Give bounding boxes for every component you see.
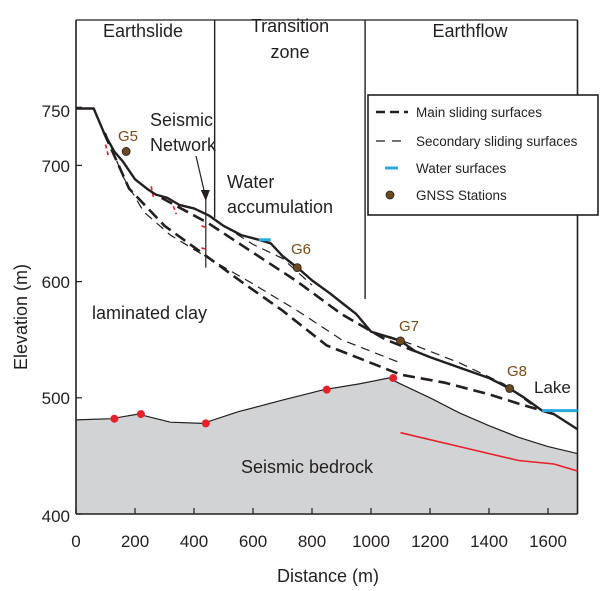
y-tick-label: 750 [42, 102, 70, 121]
legend-secondary-label: Secondary sliding surfaces [416, 134, 578, 149]
x-axis-title: Distance (m) [277, 566, 379, 586]
seismic-network-arrow-head [200, 190, 210, 201]
secondary-sliding-surface [223, 225, 313, 286]
zone-label-earthflow: Earthflow [432, 21, 508, 41]
secondary-sliding-surface [104, 132, 401, 364]
zone-label-transition-line1: Transition [251, 16, 329, 36]
x-tick-label: 0 [71, 532, 80, 551]
y-tick-label: 400 [42, 507, 70, 526]
y-tick-label: 500 [42, 389, 70, 408]
ground-surface-line [76, 107, 579, 431]
y-axis-title: Elevation (m) [11, 264, 31, 370]
x-tick-label: 1000 [352, 532, 390, 551]
station-label-g8: G8 [507, 363, 527, 380]
x-tick-labels: 0 200 400 600 800 1000 1200 1400 1600 [71, 532, 567, 551]
x-tick-label: 800 [298, 532, 326, 551]
red-segment [400, 431, 578, 472]
sliding-surfaces-group [75, 107, 579, 472]
legend: Main sliding surfaces Secondary sliding … [367, 94, 599, 216]
red-segment [172, 205, 178, 215]
bedrock-area-group [76, 378, 578, 514]
legend-box [367, 94, 599, 216]
gnss-station-marker [121, 147, 131, 156]
lake-label: Lake [534, 378, 571, 397]
points-group [110, 147, 515, 428]
station-label-g7: G7 [399, 318, 419, 335]
seismic-bedrock-label: Seismic bedrock [241, 457, 374, 477]
legend-gnss-label: GNSS Stations [416, 188, 507, 203]
bedrock-surface-line [75, 377, 578, 455]
seismic-network-label-line1: Seismic [150, 110, 213, 130]
zone-label-transition-line2: zone [270, 42, 309, 62]
bedrock-point [389, 374, 398, 383]
y-tick-label: 700 [42, 157, 70, 176]
bedrock-point [322, 385, 331, 394]
station-label-g6: G6 [291, 241, 311, 258]
station-label-g5: G5 [118, 128, 138, 145]
x-tick-label: 600 [239, 532, 267, 551]
water-accumulation-label-line1: Water [227, 172, 274, 192]
bedrock-point [136, 410, 145, 419]
legend-water-label: Water surfaces [416, 161, 507, 176]
bedrock-area [76, 378, 578, 514]
bedrock-point [201, 419, 210, 428]
red-segment [201, 247, 207, 250]
seismic-network-label-line2: Network [150, 135, 217, 155]
y-tick-labels: 750 700 600 500 400 [42, 102, 70, 526]
x-tick-label: 400 [180, 532, 208, 551]
red-segment [104, 144, 110, 157]
bedrock-point [110, 414, 119, 423]
gnss-station-marker [396, 336, 405, 346]
x-tick-label: 200 [121, 532, 149, 551]
water-accumulation-label-line2: accumulation [227, 197, 333, 217]
main-sliding-surface [102, 132, 555, 416]
legend-gnss-swatch [385, 190, 395, 200]
legend-main-label: Main sliding surfaces [416, 105, 542, 120]
y-tick-label: 600 [42, 273, 70, 292]
red-segment [201, 225, 208, 229]
main-sliding-surface [160, 196, 416, 353]
gnss-station-marker [292, 263, 302, 273]
x-tick-label: 1400 [470, 532, 508, 551]
x-tick-label: 1200 [411, 532, 449, 551]
zone-label-earthslide: Earthslide [103, 21, 183, 41]
red-segment [150, 186, 155, 197]
laminated-clay-label: laminated clay [92, 303, 207, 323]
gnss-station-marker [505, 384, 515, 393]
x-tick-label: 1600 [529, 532, 567, 551]
